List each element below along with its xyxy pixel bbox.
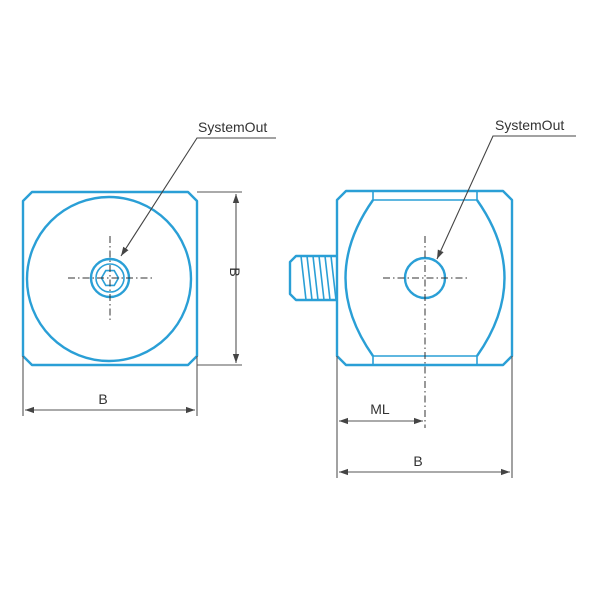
ml-label: ML — [370, 401, 390, 417]
right-view: SystemOut ML B — [288, 117, 576, 478]
left-width-label: B — [98, 391, 107, 407]
left-height-label: B — [227, 267, 243, 276]
left-view: SystemOut B B — [21, 119, 276, 416]
right-bore-circle — [403, 256, 447, 300]
left-block-outline — [21, 190, 199, 367]
right-callout-leader — [436, 135, 576, 260]
right-width-label: B — [413, 453, 422, 469]
right-face-arc-left — [344, 199, 374, 357]
left-face-circle — [25, 195, 193, 363]
right-face-arc-right — [476, 199, 506, 357]
left-bore-inner — [95, 263, 125, 293]
right-block-outline — [335, 189, 514, 367]
stud-thread — [300, 255, 337, 301]
left-callout-leader — [120, 137, 276, 257]
left-callout-label: SystemOut — [198, 119, 267, 135]
threaded-stud — [288, 254, 337, 302]
right-callout-label: SystemOut — [495, 117, 564, 133]
